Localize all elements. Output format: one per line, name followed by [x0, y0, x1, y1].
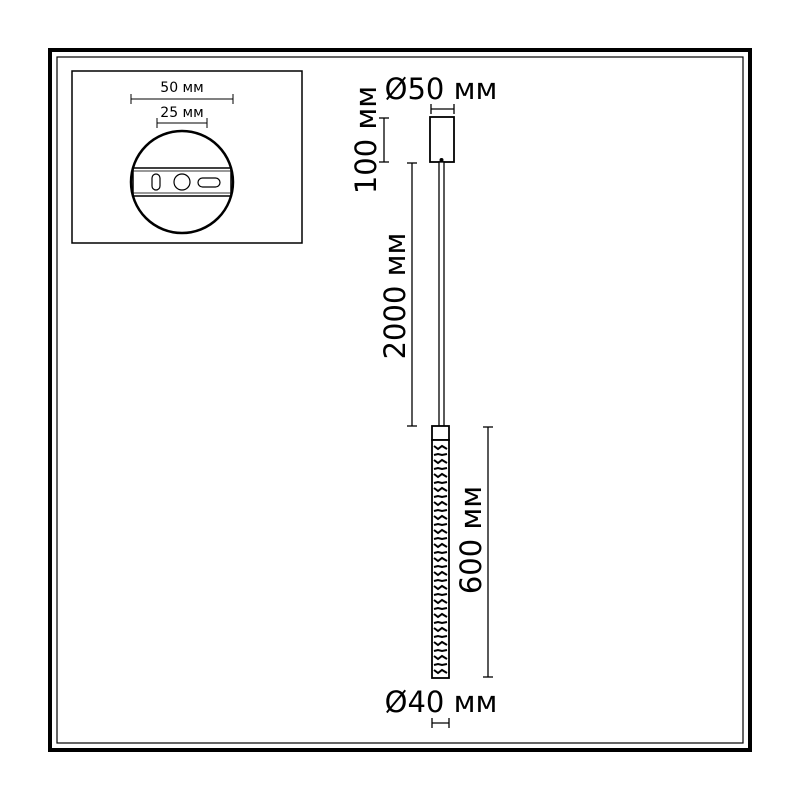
crystal-facet	[433, 598, 448, 605]
crystal-facet	[433, 654, 448, 661]
crystal-facet	[433, 514, 448, 521]
crystal-facet	[433, 500, 448, 507]
inset-inner-width-label: 25 мм	[160, 105, 203, 121]
mounting-slot-right	[197, 177, 221, 188]
crystal-pattern	[433, 444, 448, 675]
inset-outer-width-label: 50 мм	[160, 80, 203, 96]
cable-length-label: 2000 мм	[378, 233, 412, 360]
tube-length-label: 600 мм	[454, 486, 488, 594]
inner-frame	[56, 56, 744, 744]
canopy-body	[429, 116, 455, 163]
mounting-plate-inset: 50 мм 25 мм	[71, 70, 303, 244]
crystal-facet	[433, 556, 448, 563]
crystal-facet	[433, 536, 448, 541]
crystal-facet	[433, 606, 448, 611]
crystal-facet	[433, 648, 448, 653]
tube-diameter-label: Ø40 мм	[385, 685, 498, 719]
crystal-facet	[433, 564, 448, 569]
crystal-facet	[433, 452, 448, 457]
crystal-facet	[433, 528, 448, 535]
crystal-facet	[433, 612, 448, 619]
outer-frame	[48, 48, 752, 752]
crystal-facet	[433, 640, 448, 647]
crystal-facet	[433, 584, 448, 591]
crystal-facet	[433, 662, 448, 667]
crystal-facet	[433, 458, 448, 465]
crystal-facet	[433, 466, 448, 471]
crystal-facet	[433, 550, 448, 555]
crystal-facet	[433, 542, 448, 549]
crystal-facet	[433, 486, 448, 493]
canopy-height-label: 100 мм	[349, 86, 383, 194]
crystal-facet	[433, 634, 448, 639]
cable-entry-point	[439, 158, 444, 162]
mounting-bar	[132, 167, 232, 197]
canopy-diameter-label: Ø50 мм	[385, 72, 498, 106]
crystal-facet	[433, 472, 448, 479]
mounting-slot-left	[151, 173, 161, 191]
crystal-facet	[433, 570, 448, 577]
crystal-facet	[433, 668, 448, 675]
tube-cap	[431, 425, 450, 441]
crystal-facet	[433, 494, 448, 499]
suspension-cable	[438, 161, 445, 427]
crystal-facet	[433, 508, 448, 513]
crystal-facet	[433, 444, 448, 451]
crystal-facet	[433, 626, 448, 633]
crystal-facet	[433, 592, 448, 597]
canopy-disc	[129, 129, 235, 235]
inset-frame	[71, 70, 303, 244]
light-tube	[431, 425, 450, 679]
crystal-facet	[433, 578, 448, 583]
crystal-facet	[433, 522, 448, 527]
crystal-facet	[433, 480, 448, 485]
center-hole	[173, 173, 191, 191]
crystal-facet	[433, 620, 448, 625]
